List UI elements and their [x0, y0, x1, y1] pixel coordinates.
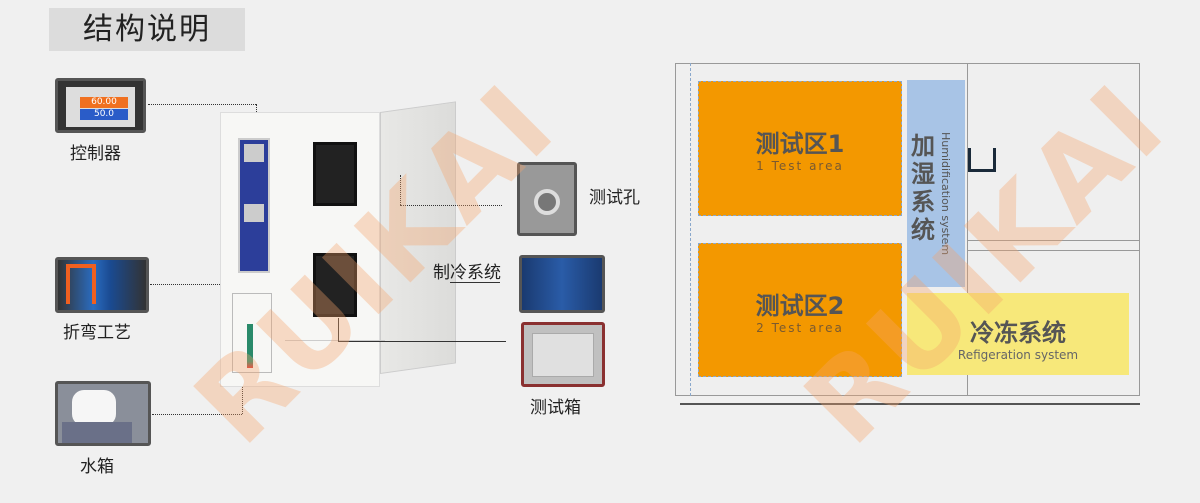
test-hole-image — [517, 162, 577, 236]
test-box-image — [521, 322, 605, 387]
controller-label: 控制器 — [70, 144, 121, 164]
upper-window — [313, 142, 357, 206]
refrigeration-label: 制冷系统 — [433, 263, 501, 283]
refrigeration-title: 冷冻系统 — [970, 319, 1066, 347]
lower-window — [313, 253, 357, 317]
controller-image: 60.00 50.0 — [55, 78, 146, 133]
bending-label: 折弯工艺 — [63, 323, 131, 343]
page-title: 结构说明 — [49, 8, 245, 51]
test-zone-2-subtitle: 2 Test area — [756, 321, 844, 335]
test-zone-2: 测试区2 2 Test area — [698, 243, 902, 377]
test-zone-1-title: 测试区1 — [755, 130, 845, 158]
test-hole-label: 测试孔 — [589, 188, 640, 208]
test-zone-1-subtitle: 1 Test area — [756, 159, 844, 173]
bending-image — [55, 257, 149, 313]
test-zone-2-title: 测试区2 — [755, 292, 845, 320]
controller-value-2: 50.0 — [80, 109, 128, 120]
water-tap-icon — [968, 148, 996, 172]
test-zone-1: 测试区1 1 Test area — [698, 81, 902, 216]
refrigeration-subtitle: Refigeration system — [957, 348, 1079, 362]
refrigeration-image — [519, 255, 605, 313]
humidification-title: 加湿系统 — [911, 132, 935, 244]
humidification-system: 加湿系统 Humidification system — [907, 80, 965, 287]
water-tank-door — [232, 293, 272, 373]
control-panel — [238, 138, 270, 273]
humidification-subtitle: Humidification system — [939, 132, 952, 256]
water-tank-image — [55, 381, 151, 446]
controller-value-1: 60.00 — [80, 97, 128, 108]
test-box-label: 测试箱 — [530, 398, 581, 418]
water-tank-label: 水箱 — [80, 457, 114, 477]
refrigeration-system: 冷冻系统 Refigeration system — [907, 293, 1129, 375]
